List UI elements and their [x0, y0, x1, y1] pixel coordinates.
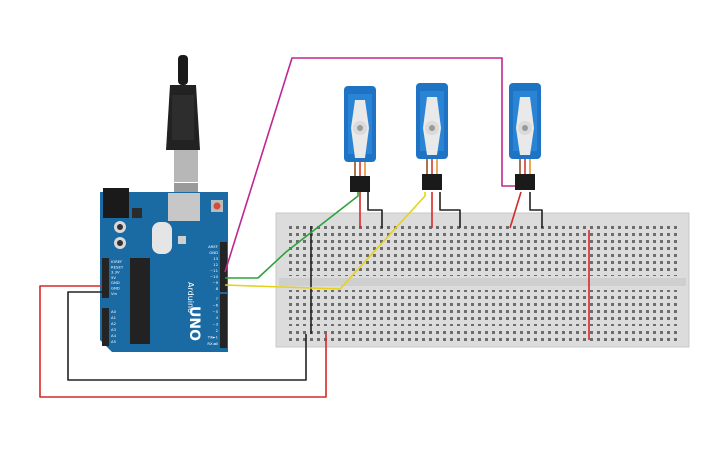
pin-label: A1	[111, 315, 117, 320]
pin-label: A4	[111, 333, 117, 338]
servo-motor-2[interactable]	[416, 83, 448, 190]
usb-port	[168, 193, 200, 221]
board-brand-label: Arduino	[186, 282, 195, 313]
wire-5v-red[interactable]	[39, 285, 327, 398]
bottom-power-rail[interactable]	[288, 330, 678, 344]
pin-label: RESET	[111, 264, 124, 269]
top-terminal-strip[interactable]	[288, 240, 678, 276]
servo2-connector	[422, 174, 442, 190]
atmega-chip	[130, 258, 150, 344]
pin-label: 8	[216, 286, 219, 291]
pin-label: ~10	[210, 274, 219, 279]
pin-label: 13	[213, 256, 218, 261]
pin-label: GND	[209, 250, 218, 255]
pin-label: 4	[216, 315, 219, 320]
pin-label: A3	[111, 327, 117, 332]
servo3-gnd-lead[interactable]	[529, 192, 543, 228]
pin-label: GND	[111, 280, 120, 285]
pin-label: A5	[111, 339, 117, 344]
pin-label: GND	[111, 286, 120, 291]
digital-header-a[interactable]	[220, 242, 227, 292]
power-jack	[103, 188, 129, 218]
power-header[interactable]	[102, 258, 109, 298]
pin-label: AREF	[208, 244, 218, 249]
pin-label: ~11	[210, 268, 219, 273]
servo3-connector	[515, 174, 535, 190]
wire-gnd-black[interactable]	[67, 291, 307, 381]
digital-header-b[interactable]	[220, 294, 227, 348]
bottom-terminal-strip[interactable]	[288, 290, 678, 326]
board-model-label: UNO	[186, 306, 202, 341]
pin-label: ~5	[212, 309, 218, 314]
analog-header[interactable]	[102, 308, 109, 346]
pin-label: 5V	[111, 275, 116, 280]
servo1-connector	[350, 176, 370, 192]
pin-label: RX◄0	[207, 341, 218, 346]
usb-cable[interactable]	[166, 55, 200, 215]
wire-signal-magenta[interactable]	[224, 57, 517, 273]
pin-label: A2	[111, 321, 117, 326]
pin-label: A0	[111, 309, 117, 314]
pin-label: ~3	[212, 322, 218, 327]
breadboard[interactable]	[275, 212, 690, 348]
pin-label: 3.3V	[111, 270, 120, 275]
servo-motor-3[interactable]	[509, 83, 541, 190]
top-power-rail[interactable]	[288, 222, 678, 236]
servo2-gnd-lead[interactable]	[439, 192, 461, 228]
pin-label: TX►1	[207, 334, 219, 339]
servo3-power-lead[interactable]	[509, 191, 522, 229]
wire-signal-yellow[interactable]	[224, 192, 426, 290]
center-divider	[279, 278, 686, 286]
pin-label: 7	[216, 296, 219, 301]
pin-label: ~6	[212, 302, 218, 307]
wire-signal-green[interactable]	[225, 192, 359, 279]
crystal	[152, 222, 172, 254]
pin-label: 12	[213, 262, 218, 267]
servo1-gnd-lead[interactable]	[367, 192, 383, 228]
pin-label: Vin	[111, 291, 118, 296]
pin-label: 2	[216, 328, 219, 333]
pin-label: ~9	[212, 280, 218, 285]
servo-motor-1[interactable]	[344, 86, 376, 192]
pin-label: IOREF	[111, 259, 122, 264]
